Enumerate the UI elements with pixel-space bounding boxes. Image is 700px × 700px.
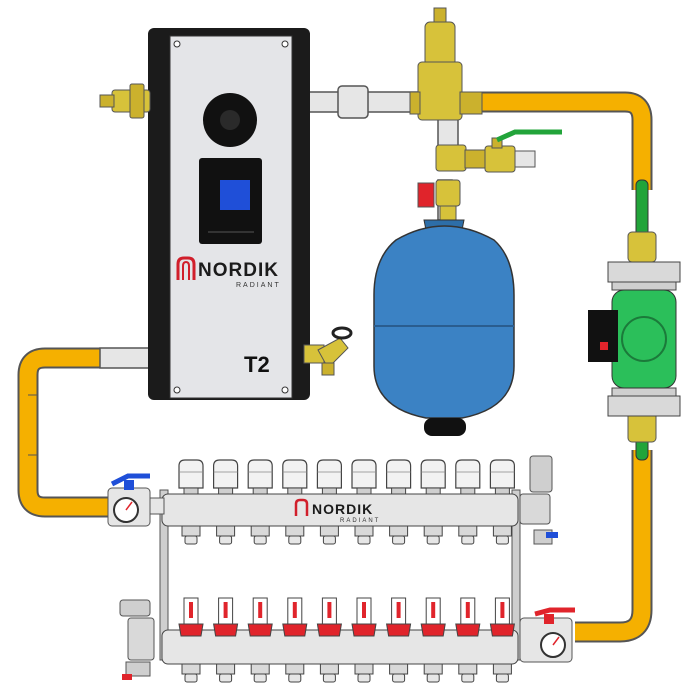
supply-outlet-6 [354,525,374,545]
supply-outlet-8 [423,525,443,545]
supply-loop-caps [178,459,515,545]
boiler-brand: NORDIK [198,260,279,281]
loop-cap-4[interactable] [282,459,308,495]
flow-meter-4[interactable] [282,597,308,637]
loop-cap-10[interactable] [489,459,515,495]
flow-meter-10[interactable] [489,597,515,637]
return-outlet-1 [181,663,201,683]
return-outlet-4 [285,663,305,683]
supply-outlet-7 [389,525,409,545]
supply-pressure-gauge-icon [113,497,139,523]
flow-meter-5[interactable] [316,597,342,637]
return-outlet-8 [423,663,443,683]
manifold-subtitle: RADIANT [340,518,380,524]
flow-meter-3[interactable] [247,597,273,637]
boiler-relief-valve [99,83,151,119]
return-pressure-gauge-icon [540,632,566,658]
manifold-air-vent [519,455,558,545]
loop-cap-5[interactable] [316,459,342,495]
supply-outlet-1 [181,525,201,545]
boiler-logo-icon [176,256,196,280]
supply-outlet-10 [492,525,512,545]
air-separator [409,7,483,121]
manifold-drain-valve[interactable] [119,599,155,680]
loop-cap-9[interactable] [455,459,481,495]
supply-outlet-9 [458,525,478,545]
flow-meter-8[interactable] [420,597,446,637]
flow-meter-1[interactable] [178,597,204,637]
flow-meter-9[interactable] [455,597,481,637]
flow-meter-6[interactable] [351,597,377,637]
manifold: NORDIK RADIANT [159,459,521,683]
supply-outlet-4 [285,525,305,545]
supply-pipe-left [17,347,112,518]
boiler-model-mark: T2 [244,352,270,377]
loop-cap-3[interactable] [247,459,273,495]
loop-cap-1[interactable] [178,459,204,495]
return-flow-meters [178,597,515,683]
lcd-display [220,180,250,210]
manifold-logo-icon [294,498,309,516]
expansion-tank [373,219,515,436]
return-outlet-6 [354,663,374,683]
return-outlet-3 [250,663,270,683]
return-outlet-5 [319,663,339,683]
return-pipe-right [460,91,653,643]
boiler-drain-valve[interactable] [303,326,353,376]
return-outlet-2 [216,663,236,683]
return-outlet-9 [458,663,478,683]
loop-cap-6[interactable] [351,459,377,495]
flow-meter-2[interactable] [213,597,239,637]
supply-outlet-5 [319,525,339,545]
electric-boiler: NORDIK RADIANT T2 [148,28,310,400]
fill-ball-valve[interactable] [435,129,562,173]
boiler-subtitle: RADIANT [236,282,281,289]
supply-outlet-3 [250,525,270,545]
circulator-pump-assembly [588,179,681,461]
loop-cap-7[interactable] [386,459,412,495]
manifold-brand: NORDIK [312,501,373,517]
tank-isolation-valve[interactable] [417,179,461,221]
return-outlet-7 [389,663,409,683]
loop-cap-8[interactable] [420,459,446,495]
supply-outlet-2 [216,525,236,545]
return-outlet-10 [492,663,512,683]
flow-meter-7[interactable] [386,597,412,637]
loop-cap-2[interactable] [213,459,239,495]
